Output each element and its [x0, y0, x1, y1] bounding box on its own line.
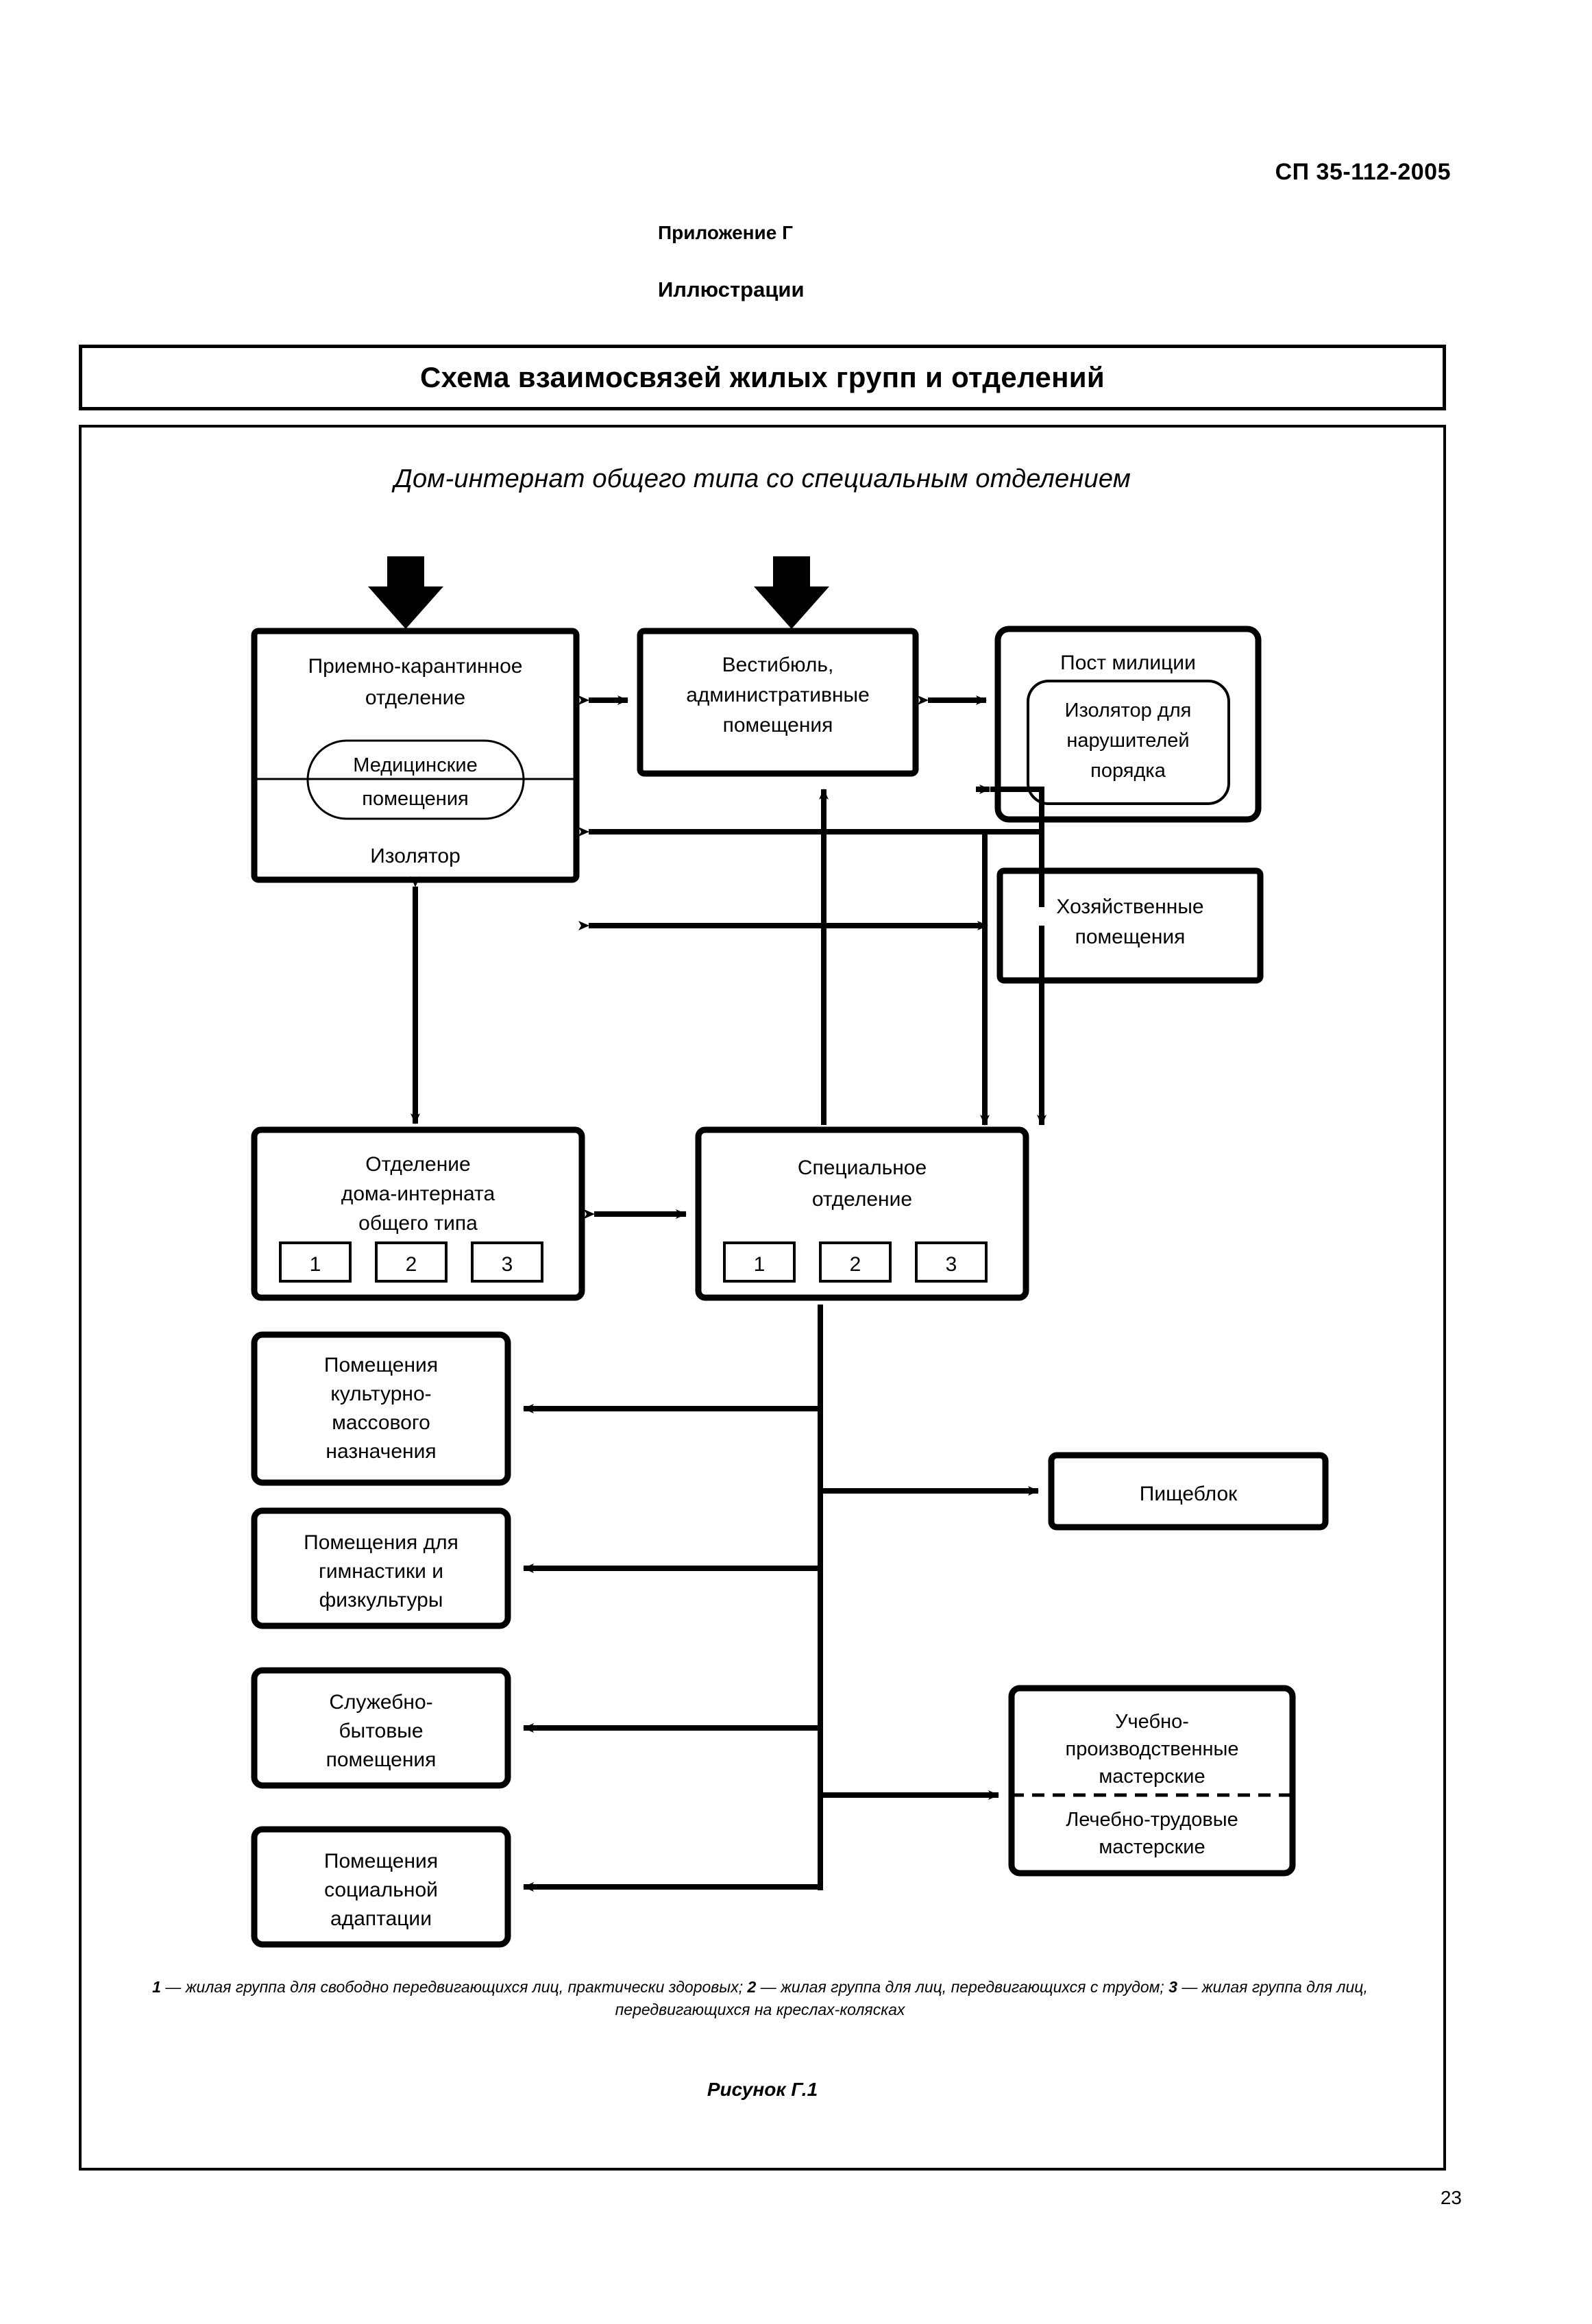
node-gym-rooms[interactable]: Помещения для гимнастики и физкультуры — [251, 1507, 511, 1629]
node-police-title: Пост милиции — [1060, 652, 1196, 674]
node-lobby-line1: Вестибюль, — [722, 654, 834, 676]
node-general-line3: общего типа — [358, 1212, 478, 1235]
node-culture-rooms[interactable]: Помещения культурно- массового назначени… — [251, 1331, 511, 1486]
node-social-line3: адаптации — [330, 1907, 432, 1930]
node-utility-line1: Хозяйственные — [1056, 895, 1203, 918]
inflow-arrow-lobby — [754, 556, 829, 629]
node-police-inner-line1: Изолятор для — [1065, 700, 1192, 721]
title-frame: Схема взаимосвязей жилых групп и отделен… — [79, 345, 1446, 410]
node-general-line2: дома-интерната — [341, 1183, 495, 1205]
node-workshops-lower-line1: Лечебно-трудовые — [1066, 1809, 1238, 1831]
node-intake-isolator: Изолятор — [370, 845, 461, 867]
group-chip-label: 3 — [946, 1253, 957, 1276]
node-utility-rooms[interactable]: Хозяйственные помещения — [996, 867, 1264, 984]
node-general-line1: Отделение — [365, 1153, 470, 1176]
node-gym-line1: Помещения для — [304, 1531, 458, 1554]
legend-num-1: 1 — [152, 1978, 161, 1996]
node-social-line2: социальной — [324, 1879, 438, 1901]
node-lobby-line2: административные — [686, 684, 870, 706]
section-label: Иллюстрации — [658, 277, 805, 301]
node-catering-label: Пищеблок — [1140, 1483, 1238, 1505]
node-police-inner-line3: порядка — [1090, 760, 1166, 782]
page-number: 23 — [1440, 2187, 1462, 2208]
group-chip-label: 2 — [406, 1253, 417, 1276]
node-service-line2: бытовые — [339, 1720, 423, 1742]
node-workshops-upper-line2: производственные — [1066, 1738, 1239, 1760]
group-chip-special-2[interactable]: 2 — [819, 1241, 892, 1283]
group-chip-general-3[interactable]: 3 — [471, 1241, 543, 1283]
node-lobby-admin[interactable]: Вестибюль, административные помещения — [637, 628, 919, 777]
node-special-department[interactable]: Специальное отделение 1 2 3 — [695, 1126, 1029, 1301]
legend-num-2: 2 — [747, 1978, 757, 1996]
node-culture-line2: культурно- — [330, 1383, 431, 1405]
node-service-line3: помещения — [326, 1748, 437, 1771]
node-workshops-lower-line2: мастерские — [1099, 1836, 1205, 1858]
node-catering-block[interactable]: Пищеблок — [1048, 1452, 1329, 1531]
node-gym-line2: гимнастики и — [319, 1560, 443, 1583]
legend-num-3: 3 — [1168, 1978, 1177, 1996]
node-intake-oval-line1: Медицинские — [353, 754, 477, 776]
group-chip-general-2[interactable]: 2 — [375, 1241, 448, 1283]
legend-line3: на креслах-колясках — [754, 2000, 905, 2018]
node-workshops[interactable]: Учебно- производственные мастерские Лече… — [1008, 1685, 1296, 1877]
document-code: СП 35-112-2005 — [1275, 159, 1451, 185]
page-title: Схема взаимосвязей жилых групп и отделен… — [420, 361, 1105, 393]
node-culture-line3: массового — [332, 1411, 430, 1434]
node-special-line2: отделение — [812, 1188, 912, 1211]
diagram-canvas: Приемно-карантинное отделение Медицински… — [82, 428, 1443, 2168]
group-chip-label: 2 — [850, 1253, 861, 1276]
legend-text-1: — жилая группа для свободно передвигающи… — [160, 1978, 748, 1996]
group-chip-special-3[interactable]: 3 — [915, 1241, 988, 1283]
node-workshops-upper-line1: Учебно- — [1115, 1711, 1189, 1733]
node-intake-line2: отделение — [365, 687, 465, 709]
node-special-line1: Специальное — [798, 1157, 927, 1179]
group-chip-label: 3 — [502, 1253, 513, 1276]
appendix-label: Приложение Г — [658, 222, 793, 243]
node-utility-line2: помещения — [1075, 926, 1186, 948]
node-general-department[interactable]: Отделение дома-интерната общего типа 1 2… — [251, 1126, 585, 1301]
group-chip-special-1[interactable]: 1 — [723, 1241, 796, 1283]
node-intake-department[interactable]: Приемно-карантинное отделение Медицински… — [251, 628, 580, 883]
legend-text-3: — жилая группа для лиц, передвигающихся — [615, 1978, 1368, 2018]
node-culture-line4: назначения — [326, 1440, 436, 1463]
group-chip-label: 1 — [310, 1253, 321, 1276]
group-chip-label: 1 — [754, 1253, 766, 1276]
legend-line2-pre: группа для лиц, передвигающихся с трудом… — [831, 1978, 1169, 1996]
inflow-arrow-intake — [368, 556, 443, 629]
node-intake-oval-line2: помещения — [362, 788, 468, 810]
node-social-line1: Помещения — [324, 1850, 438, 1872]
group-chip-general-1[interactable]: 1 — [279, 1241, 352, 1283]
diagram-subtitle: Дом-интернат общего типа со специальным … — [393, 465, 1131, 493]
node-police-inner-line2: нарушителей — [1066, 730, 1189, 752]
node-gym-line3: физкультуры — [319, 1589, 443, 1611]
node-service-line1: Служебно- — [329, 1691, 432, 1714]
node-workshops-upper-line3: мастерские — [1099, 1766, 1205, 1788]
connector-bus-police — [578, 784, 1044, 907]
legend-text-2: — жилая — [756, 1978, 826, 1996]
node-police-post[interactable]: Пост милиции Изолятор для нарушителей по… — [994, 626, 1262, 823]
node-service-rooms[interactable]: Служебно- бытовые помещения — [251, 1667, 511, 1789]
figure-label: Рисунок Г.1 — [707, 2079, 818, 2100]
node-intake-line1: Приемно-карантинное — [308, 655, 523, 678]
diagram-frame: Дом-интернат общего типа со специальным … — [79, 425, 1446, 2171]
node-culture-line1: Помещения — [324, 1354, 438, 1376]
node-social-rooms[interactable]: Помещения социальной адаптации — [251, 1826, 511, 1948]
node-lobby-line3: помещения — [723, 714, 833, 737]
legend-note: 1 — жилая группа для свободно передвигаю… — [143, 1976, 1377, 2020]
